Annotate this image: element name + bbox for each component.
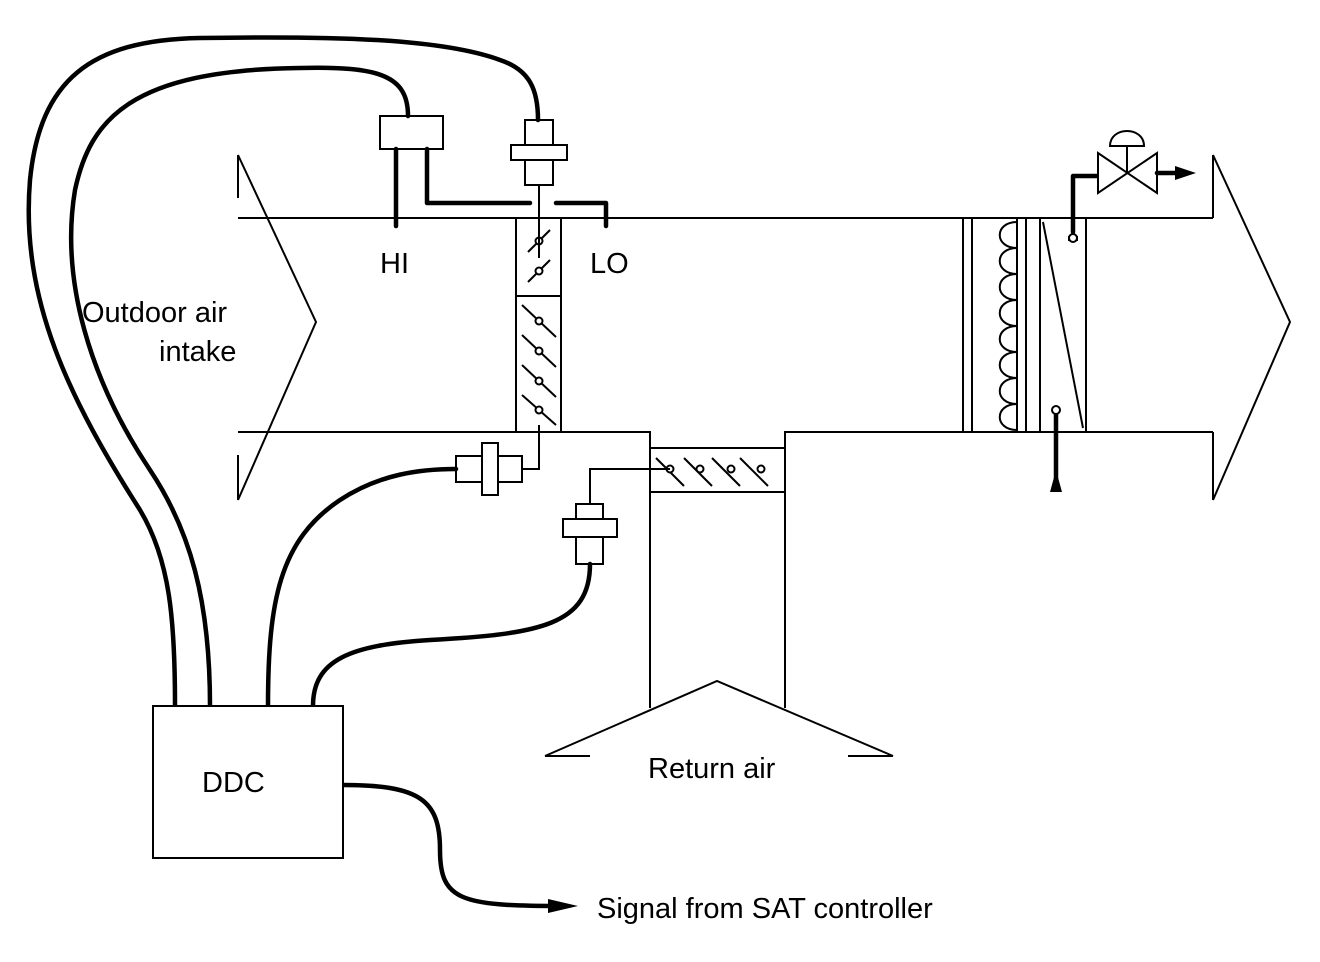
pressure-sensor-icon (379, 115, 444, 150)
control-cables (26, 35, 593, 913)
lo-label: LO (590, 248, 629, 280)
differential-pressure-sensor (379, 115, 609, 229)
outdoor-air-inlet-arrow (237, 154, 318, 501)
supply-air-outlet-arrow (1212, 154, 1292, 501)
ddc-label: DDC (202, 767, 265, 799)
duct-bottom-wall-right (784, 431, 1213, 708)
heating-coil (1039, 173, 1101, 492)
hi-label: HI (380, 248, 409, 280)
outdoor-air-label-line2: intake (159, 336, 236, 368)
filter-section (962, 218, 1027, 432)
return-air-damper (649, 447, 786, 493)
duct-bottom-wall-left (238, 431, 651, 708)
arrow-icon (1175, 166, 1196, 180)
return-air-arrow (544, 679, 894, 757)
actuator-return (562, 468, 670, 565)
ddc-controller (152, 705, 344, 859)
actuator-upper (510, 119, 568, 258)
outdoor-air-damper-lower (515, 295, 562, 433)
actuator-icon (1108, 130, 1146, 147)
signal-label: Signal from SAT controller (597, 893, 933, 925)
outdoor-air-label-line1: Outdoor air (82, 297, 227, 329)
actuator-lower (455, 425, 540, 496)
return-air-label: Return air (648, 753, 776, 785)
control-valve (1097, 130, 1196, 195)
